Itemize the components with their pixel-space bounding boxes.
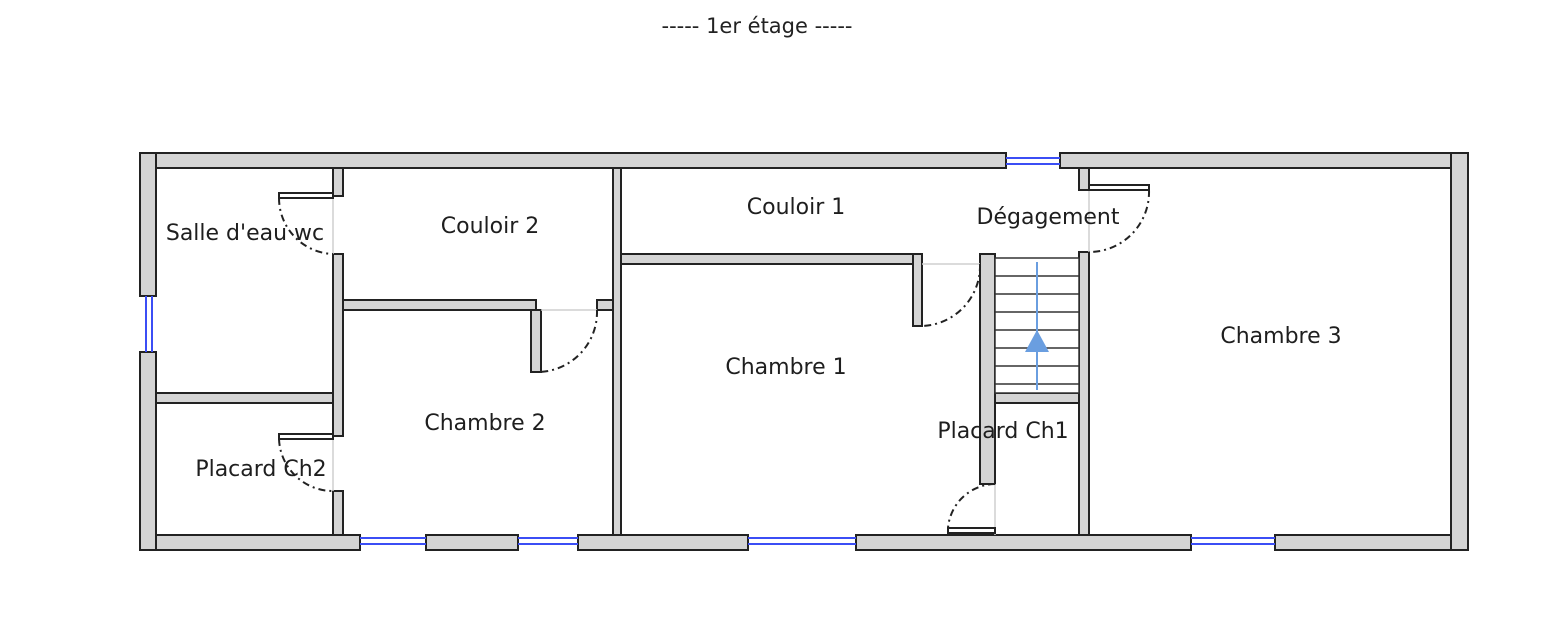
wall-stair-placard <box>994 392 1080 404</box>
wall-left-upper <box>139 152 157 297</box>
wall-couloir1-chambre1 <box>620 253 919 265</box>
wall-left-lower <box>139 351 157 551</box>
wall-bottom-1 <box>139 534 361 551</box>
wall-couloir2-stub <box>596 299 614 311</box>
wall-chambre2-doorstub <box>530 309 542 373</box>
wall-top-left <box>139 152 1007 169</box>
room-label-chambre-3: Chambre 3 <box>1220 324 1341 349</box>
wall-sdb-middle <box>332 253 344 437</box>
wall-stair-left <box>979 253 996 485</box>
room-label-placard-ch2: Placard Ch2 <box>195 457 326 482</box>
window-left <box>145 296 153 352</box>
exterior-walls <box>139 152 1469 551</box>
wall-bottom-2 <box>425 534 519 551</box>
room-label-couloir-1: Couloir 1 <box>747 195 845 220</box>
doors <box>278 184 1151 535</box>
room-labels: Salle d'eau wc Couloir 2 Couloir 1 Dégag… <box>166 195 1342 482</box>
door-placard-ch1 <box>947 483 996 535</box>
wall-bottom-4 <box>855 534 1192 551</box>
staircase <box>994 257 1080 394</box>
wall-sdb-placard <box>155 392 334 404</box>
wall-sdb-top <box>332 167 344 197</box>
floor-title: ----- 1er étage ----- <box>662 14 853 38</box>
wall-chambre3-top <box>1078 167 1090 191</box>
room-label-salle-eau-wc: Salle d'eau wc <box>166 221 324 246</box>
wall-bottom-5 <box>1274 534 1469 551</box>
wall-right <box>1450 152 1469 551</box>
door-placard-ch2 <box>278 433 334 492</box>
room-label-degagement: Dégagement <box>977 205 1120 230</box>
room-label-chambre-2: Chambre 2 <box>424 411 545 436</box>
door-chambre-3 <box>1088 184 1151 253</box>
window-bottom-1 <box>360 537 426 545</box>
wall-top-right <box>1059 152 1469 169</box>
room-label-chambre-1: Chambre 1 <box>725 355 846 380</box>
room-label-placard-ch1: Placard Ch1 <box>937 419 1068 444</box>
room-label-couloir-2: Couloir 2 <box>441 214 539 239</box>
window-bottom-3 <box>748 537 856 545</box>
window-top <box>1006 157 1060 165</box>
wall-centre-left <box>612 167 622 536</box>
door-salle-eau <box>278 192 334 255</box>
windows <box>145 157 1275 545</box>
door-chambre-1 <box>919 263 982 327</box>
wall-bottom-3 <box>577 534 749 551</box>
window-bottom-4 <box>1191 537 1275 545</box>
stair-up-arrow-icon <box>1025 330 1049 352</box>
wall-couloir2-chambre2 <box>342 299 537 311</box>
door-chambre-2 <box>536 309 599 373</box>
window-bottom-2 <box>518 537 578 545</box>
wall-sdb-bottom <box>332 490 344 536</box>
wall-chambre3-main <box>1078 251 1090 536</box>
wall-chambre1-doorstub <box>912 253 923 327</box>
interior-walls <box>155 167 1090 536</box>
